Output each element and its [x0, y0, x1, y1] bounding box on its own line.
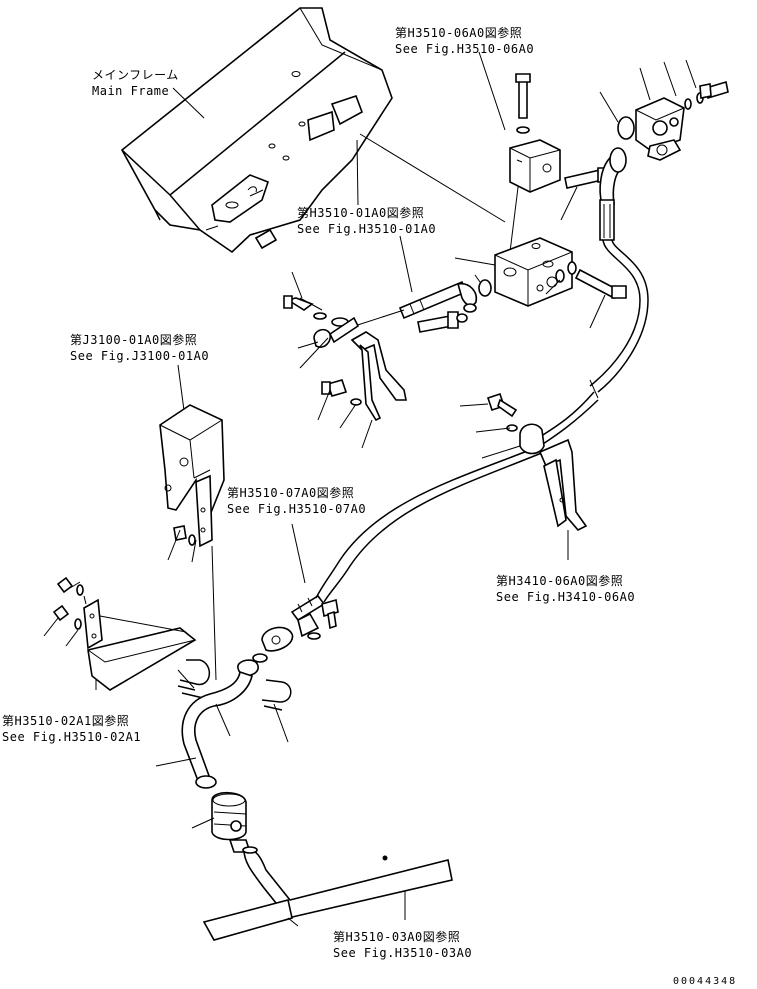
- ref-j3100-01a0-en: See Fig.J3100-01A0: [70, 349, 210, 363]
- ref-h3510-07a0-jp: 第H3510-07A0図参照: [227, 486, 355, 500]
- main-hose: [315, 445, 541, 599]
- ref-j3100-01a0-jp: 第J3100-01A0図参照: [70, 333, 198, 347]
- ref-h3510-01a0-jp: 第H3510-01A0図参照: [297, 206, 425, 220]
- main-frame: [120, 7, 393, 254]
- ref-h3510-07a0-en: See Fig.H3510-07A0: [227, 502, 367, 516]
- ref-h3510-03a0-jp: 第H3510-03A0図参照: [333, 930, 461, 944]
- left-bracket-assembly: [283, 295, 407, 422]
- ref-h3410-06a0-en: See Fig.H3410-06A0: [496, 590, 636, 604]
- main-frame-label-en: Main Frame: [92, 84, 170, 98]
- ref-h3510-01a0-en: See Fig.H3510-01A0: [297, 222, 437, 236]
- leader-lines: [95, 51, 569, 920]
- o-ring: [617, 116, 635, 140]
- ref-h3510-06a0-jp: 第H3510-06A0図参照: [395, 26, 523, 40]
- callout-leaders: [43, 59, 697, 829]
- pipe-rod: [335, 280, 478, 333]
- main-valve-block: [478, 237, 627, 307]
- ref-h3510-02a1-en: See Fig.H3510-02A1: [2, 730, 142, 744]
- main-frame-label-jp: メインフレーム: [92, 68, 179, 82]
- upper-right-flange: [635, 80, 729, 161]
- lower-pipe-assembly: [181, 594, 339, 789]
- ref-h3510-03a0-en: See Fig.H3510-03A0: [333, 946, 473, 960]
- clamp-and-bottom-pipe: [202, 791, 453, 941]
- cross-member-h3510-02a1: [52, 576, 197, 691]
- ref-h3510-06a0-en: See Fig.H3510-06A0: [395, 42, 535, 56]
- ref-h3410-06a0-jp: 第H3410-06A0図参照: [496, 574, 624, 588]
- right-bracket-h3410: [486, 392, 588, 531]
- upper-valve-block: [509, 73, 609, 193]
- document-number: 00044348: [673, 976, 738, 987]
- hose-assembly: [534, 147, 649, 447]
- ref-h3510-02a1-jp: 第H3510-02A1図参照: [2, 714, 130, 728]
- mount-bracket-j3100: [159, 404, 225, 681]
